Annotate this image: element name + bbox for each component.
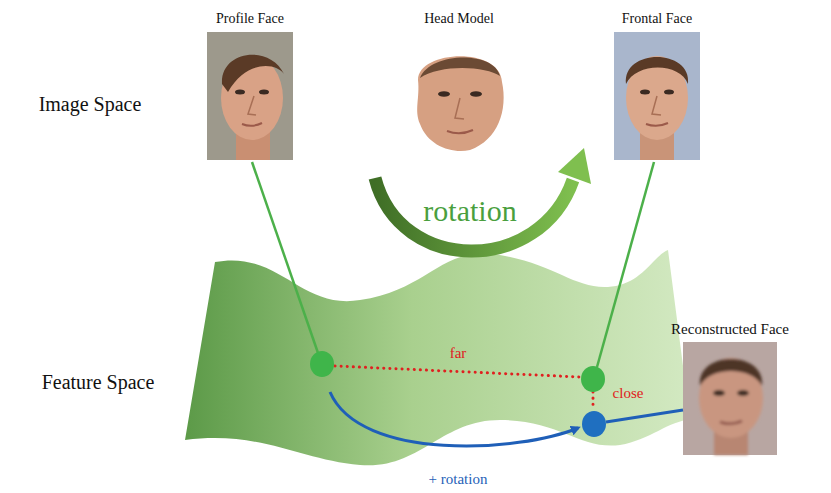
nose: [652, 96, 661, 115]
hair: [222, 55, 284, 92]
annotation-label: Image Space: [39, 93, 142, 115]
frontal-face-picture: [614, 32, 700, 160]
head-model-picture: [417, 56, 503, 151]
eye: [235, 90, 245, 95]
photo-ground: [683, 342, 777, 455]
nose: [455, 98, 464, 119]
annotation-label: + rotation: [429, 471, 488, 488]
eye: [640, 90, 650, 95]
mapping-line: [597, 162, 654, 367]
mouth: [720, 421, 742, 424]
annotation-label: far: [450, 345, 467, 362]
annotation-label: Feature Space: [42, 371, 155, 393]
eye: [713, 390, 725, 396]
mouth: [646, 123, 668, 126]
picture-box: Profile Face: [207, 11, 293, 160]
picture-box: Head Model: [410, 11, 508, 150]
decode-line: [606, 410, 683, 422]
arrow-head: [558, 148, 591, 184]
face: [699, 358, 763, 438]
face: [626, 56, 688, 140]
reconstructed-face-picture: [683, 342, 777, 455]
distance-line: [592, 392, 595, 410]
feature-manifold: [185, 250, 690, 465]
mouth: [447, 130, 473, 133]
annotation-label: rotation: [423, 194, 516, 227]
picture-title: Profile Face: [216, 11, 284, 26]
annotation-label: close: [613, 385, 644, 402]
photo-ground: [207, 32, 293, 160]
photo-ground: [614, 32, 700, 160]
eye: [259, 90, 269, 95]
hair: [700, 359, 762, 386]
picture-title: Frontal Face: [622, 11, 692, 26]
picture-title: Reconstructed Face: [671, 321, 789, 338]
rotated-feature-point: [582, 411, 606, 437]
mouth: [242, 123, 262, 126]
eye: [438, 91, 450, 97]
eye: [664, 90, 674, 95]
hair: [420, 57, 500, 78]
hair: [626, 57, 688, 84]
rotation-arrow: [375, 178, 573, 251]
mapping-line: [252, 162, 318, 353]
nose: [248, 96, 256, 115]
eye: [470, 91, 482, 97]
eye: [737, 390, 749, 396]
feature-rotation-arrow: [330, 392, 578, 446]
distance-line: [335, 366, 580, 377]
picture-box: Reconstructed Face: [683, 321, 777, 456]
face: [417, 56, 503, 151]
frontal-feature-point: [581, 366, 605, 392]
picture-title: Head Model: [424, 11, 494, 26]
profile-face-picture: [207, 32, 293, 160]
profile-feature-point: [310, 351, 334, 377]
picture-box: Frontal Face: [614, 11, 700, 160]
